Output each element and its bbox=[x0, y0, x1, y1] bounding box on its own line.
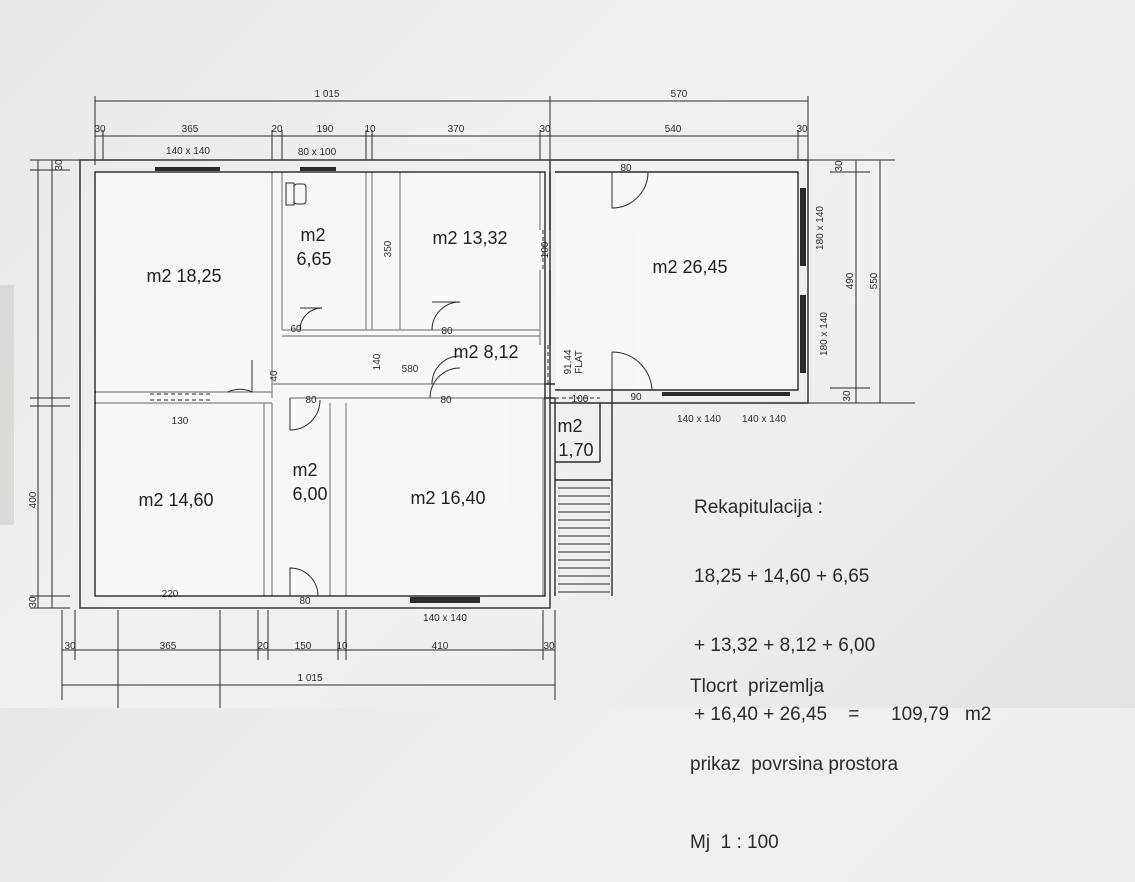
dim-top-seg-1: 365 bbox=[182, 124, 199, 135]
label-door-bath: 60 bbox=[290, 324, 302, 335]
dim-bottom-seg-4: 10 bbox=[336, 641, 348, 652]
dim-top-seg-0: 30 bbox=[94, 124, 106, 135]
label-door-living-top: 80 bbox=[620, 163, 632, 174]
label-door-room1332: 80 bbox=[441, 326, 453, 337]
label-door-room1640-top: 80 bbox=[440, 395, 452, 406]
stairs bbox=[558, 487, 610, 593]
dim-bottom-seg-2: 20 bbox=[257, 641, 269, 652]
recap-line-2: + 13,32 + 8,12 + 6,00 bbox=[694, 635, 876, 656]
doors bbox=[227, 171, 653, 597]
dim-left-total: 400 bbox=[28, 491, 39, 508]
title-line-1: Tlocrt prizemlja bbox=[690, 676, 825, 697]
label-opening-storage: 100 bbox=[572, 394, 589, 405]
label-flat-a: 91.44 bbox=[563, 349, 574, 374]
dim-right-inner: 490 bbox=[845, 272, 856, 289]
title-line-3: Mj 1 : 100 bbox=[690, 832, 779, 853]
dim-bottom-seg-5: 410 bbox=[432, 641, 449, 652]
dim-top-seg-8: 30 bbox=[796, 124, 808, 135]
dim-left-small-top: 30 bbox=[54, 159, 65, 171]
label-window-bottom-mid: 140 x 140 bbox=[423, 613, 467, 624]
windows bbox=[155, 167, 806, 603]
title-block: Tlocrt prizemlja prikaz povrsina prostor… bbox=[690, 622, 898, 882]
recap-line-1: 18,25 + 14,60 + 6,65 bbox=[694, 566, 870, 587]
dim-right-small-top: 30 bbox=[834, 160, 845, 172]
label-window-bottom-right-b: 140 x 140 bbox=[742, 414, 786, 425]
label-door-hall-left: 40 bbox=[269, 370, 280, 382]
dim-left-small-bottom: 30 bbox=[28, 596, 39, 608]
dim-top-seg-7: 540 bbox=[665, 124, 682, 135]
label-window-right-upper: 180 x 140 bbox=[815, 206, 826, 250]
window-bottom-right bbox=[662, 392, 790, 396]
dim-top-seg-4: 10 bbox=[364, 124, 376, 135]
room-area-13-32: m2 13,32 bbox=[432, 228, 507, 248]
label-window-bottom-right-a: 140 x 140 bbox=[677, 414, 721, 425]
dim-bottom-seg-0: 30 bbox=[64, 641, 76, 652]
label-door-room600-bottom: 80 bbox=[299, 596, 311, 607]
window-top-bath bbox=[300, 167, 336, 171]
dim-bottom-seg-6: 30 bbox=[543, 641, 555, 652]
dim-bottom-total: 1 015 bbox=[297, 673, 322, 684]
room-area-26-45: m2 26,45 bbox=[652, 257, 727, 277]
dim-top-seg-6: 30 bbox=[539, 124, 551, 135]
window-right-lower bbox=[800, 295, 806, 373]
room-area-1-70-unit: m2 bbox=[557, 416, 582, 436]
dim-bottom-seg-3: 150 bbox=[295, 641, 312, 652]
dim-top-seg-3: 190 bbox=[317, 124, 334, 135]
door-living-top bbox=[611, 171, 649, 209]
room-area-18-25: m2 18,25 bbox=[146, 266, 221, 286]
recap-heading: Rekapitulacija : bbox=[694, 497, 823, 518]
room-area-6-65-value: 6,65 bbox=[296, 249, 331, 269]
floor-plan: 1 015 570 30 365 20 190 10 370 30 540 30… bbox=[28, 89, 915, 708]
paper-shadow bbox=[0, 285, 14, 525]
room-area-16-40: m2 16,40 bbox=[410, 488, 485, 508]
room-area-8-12: m2 8,12 bbox=[453, 342, 518, 362]
window-bottom-mid bbox=[410, 597, 480, 603]
window-top-left bbox=[155, 167, 220, 171]
dim-right-outer: 550 bbox=[869, 272, 880, 289]
label-door-living-bottom: 90 bbox=[630, 392, 642, 403]
label-window-room1460-bottom: 220 bbox=[162, 589, 179, 600]
dim-top-seg-5: 370 bbox=[448, 124, 465, 135]
label-opening-stair-top: 100 bbox=[540, 241, 551, 258]
window-right-upper bbox=[800, 188, 806, 266]
room-area-14-60: m2 14,60 bbox=[138, 490, 213, 510]
dim-bottom-seg-1: 365 bbox=[160, 641, 177, 652]
label-window-top-bath: 80 x 100 bbox=[298, 147, 337, 158]
room-area-1-70-value: 1,70 bbox=[558, 440, 593, 460]
dim-right-small-bottom: 30 bbox=[842, 390, 853, 402]
label-hall-width: 140 bbox=[372, 353, 383, 370]
room-area-6-00-value: 6,00 bbox=[292, 484, 327, 504]
label-flat-b: FLAT bbox=[574, 350, 585, 374]
label-hall-len: 580 bbox=[402, 364, 419, 375]
room-area-6-00-unit: m2 bbox=[292, 460, 317, 480]
label-opening-room1460-top: 130 bbox=[172, 416, 189, 427]
label-window-top-left: 140 x 140 bbox=[166, 146, 210, 157]
room-area-6-65-unit: m2 bbox=[300, 225, 325, 245]
dim-top-total-right: 570 bbox=[671, 89, 688, 100]
label-door-room600-top: 80 bbox=[305, 395, 317, 406]
label-window-right-lower: 180 x 140 bbox=[819, 312, 830, 356]
label-bath-height: 350 bbox=[383, 240, 394, 257]
dim-top-seg-2: 20 bbox=[271, 124, 283, 135]
dim-top-total-left: 1 015 bbox=[314, 89, 339, 100]
title-line-2: prikaz povrsina prostora bbox=[690, 754, 899, 775]
